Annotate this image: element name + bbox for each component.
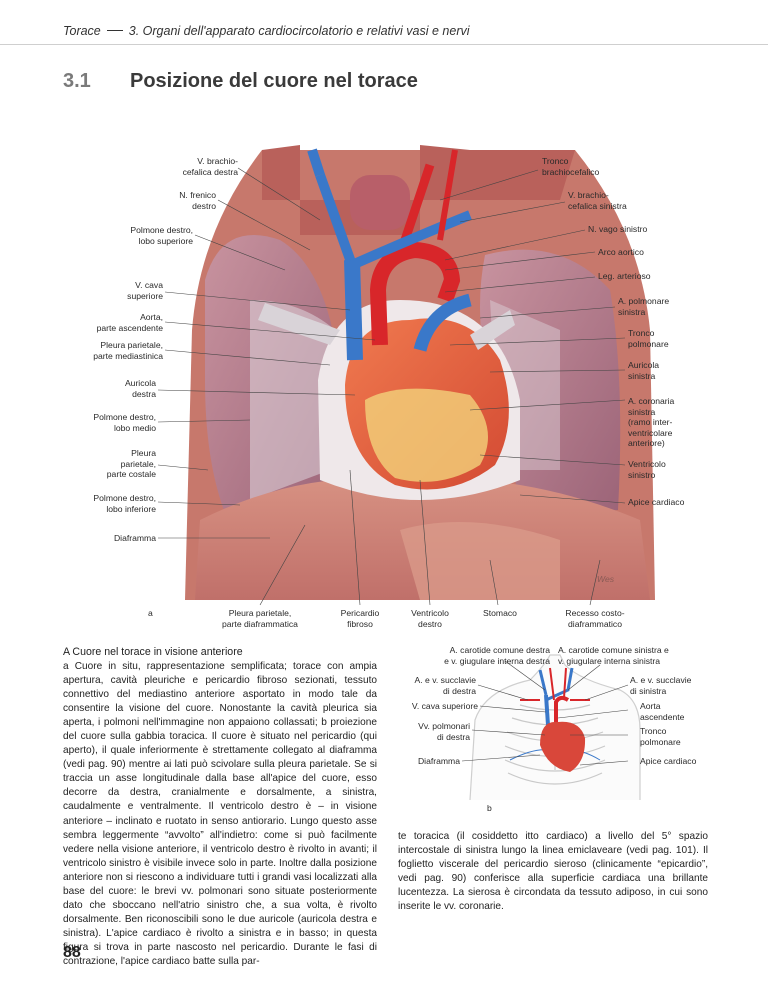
label-b-tronco-polmonare: Tronco polmonare bbox=[640, 726, 681, 747]
artist-signature: Wes bbox=[597, 574, 615, 584]
jugular-r bbox=[307, 148, 325, 177]
label-polmone-destro-inferiore: Polmone destro, lobo inferiore bbox=[93, 493, 156, 514]
label-auricola-destra: Auricola destra bbox=[124, 378, 156, 399]
label-b-diaframma: Diaframma bbox=[417, 756, 460, 766]
leader-lines-b bbox=[461, 660, 629, 766]
neck bbox=[262, 145, 575, 235]
caption-column-2: te toracica (il cosiddetto itto cardiaco… bbox=[398, 831, 708, 913]
caption-column-1: a Cuore in situ, rappresentazione sempli… bbox=[63, 661, 377, 967]
label-pericardio-fibroso: Pericardio fibroso bbox=[340, 608, 380, 629]
label-arco-aortico: Arco aortico bbox=[598, 247, 644, 257]
label-polmone-destro-superiore: Polmone destro, lobo superiore bbox=[130, 225, 193, 246]
ventricle-yellow bbox=[365, 388, 488, 482]
section-title: Posizione del cuore nel torace bbox=[130, 70, 418, 92]
pleura-cut-l bbox=[470, 310, 515, 350]
carotid-l bbox=[437, 149, 458, 241]
section-number: 3.1 bbox=[63, 70, 91, 92]
label-v-brachiocefalica-sinistra: V. brachio- cefalica sinistra bbox=[568, 190, 627, 211]
brachiocephalic-vein-l bbox=[349, 210, 472, 270]
figure-b-marker: b bbox=[487, 803, 492, 813]
thyroid bbox=[350, 175, 410, 230]
label-b-succlavie-sinistra: A. e v. succlavie di sinistra bbox=[630, 675, 692, 696]
jugular-r-b bbox=[538, 669, 548, 696]
leader-lines-a bbox=[157, 167, 626, 606]
label-diaframma: Diaframma bbox=[113, 533, 156, 543]
label-pleura-mediastinica: Pleura parietale, parte mediastinica bbox=[93, 340, 163, 361]
pleura-cut-r bbox=[258, 303, 340, 345]
label-b-apice-cardiaco: Apice cardiaco bbox=[640, 756, 697, 766]
header-rule bbox=[0, 44, 768, 45]
label-n-vago-sinistro: N. vago sinistro bbox=[588, 224, 648, 234]
label-n-frenico-destro: N. frenico destro bbox=[179, 190, 216, 211]
label-a-coronaria-sinistra: A. coronaria sinistra (ramo inter- ventr… bbox=[628, 396, 675, 448]
label-b-vv-polmonari: Vv. polmonari di destra bbox=[418, 721, 470, 742]
label-a-polmonare-sinistra: A. polmonare sinistra bbox=[618, 296, 670, 317]
pleura-right bbox=[250, 300, 335, 500]
brachiocephalic-vein-r bbox=[315, 173, 357, 267]
label-stomaco: Stomaco bbox=[483, 608, 517, 618]
label-aorta-ascendente: Aorta, parte ascendente bbox=[96, 312, 163, 333]
label-recesso-costodiaframmatico: Recesso costo- diaframmatico bbox=[565, 608, 625, 629]
label-v-cava-superiore: V. cava superiore bbox=[127, 280, 163, 301]
label-b-v-cava-superiore: V. cava superiore bbox=[411, 701, 478, 711]
sup-vena-cava bbox=[344, 259, 363, 361]
page-number: 88 bbox=[63, 944, 81, 961]
label-pleura-costale: Pleura parietale, parte costale bbox=[106, 448, 156, 479]
label-tronco-brachiocefalico: Tronco brachiocefalico bbox=[542, 156, 600, 177]
label-b-carotide-destra: A. carotide comune destra e v. giugulare… bbox=[444, 645, 550, 666]
label-b-carotide-sinistra: A. carotide comune sinistra e v. giugula… bbox=[558, 645, 669, 666]
label-auricola-sinistra: Auricola sinistra bbox=[628, 360, 660, 381]
aorta-b bbox=[554, 695, 570, 730]
label-pleura-diaframmatica: Pleura parietale, parte diaframmatica bbox=[222, 608, 298, 629]
label-ventricolo-sinistro: Ventricolo sinistro bbox=[628, 459, 666, 480]
heart-b bbox=[540, 721, 586, 772]
caption-title: A Cuore nel torace in visione anteriore bbox=[63, 646, 243, 658]
running-head: Torace 3. Organi dell'apparato cardiocirc… bbox=[63, 24, 470, 38]
running-head-dash bbox=[106, 29, 123, 31]
label-b-succlavie-destra: A. e v. succlavie di destra bbox=[414, 675, 476, 696]
label-ventricolo-destro: Ventricolo destro bbox=[411, 608, 449, 629]
label-apice-cardiaco: Apice cardiaco bbox=[628, 497, 685, 507]
stomach bbox=[400, 522, 560, 600]
running-head-chapter: Torace bbox=[63, 24, 101, 38]
figure-a-marker: a bbox=[148, 608, 153, 618]
carotid-b bbox=[549, 667, 567, 701]
label-polmone-destro-medio: Polmone destro, lobo medio bbox=[93, 412, 156, 433]
label-leg-arterioso: Leg. arterioso bbox=[598, 271, 651, 281]
label-b-aorta-ascendente: Aorta ascendente bbox=[640, 701, 685, 722]
aortic-arch bbox=[369, 241, 461, 346]
pulmonary-trunk bbox=[413, 293, 472, 352]
running-head-section: 3. Organi dell'apparato cardiocircolator… bbox=[128, 24, 470, 38]
label-v-brachiocefalica-destra: V. brachio- cefalica destra bbox=[182, 156, 238, 177]
label-tronco-polmonare: Tronco polmonare bbox=[628, 328, 669, 349]
